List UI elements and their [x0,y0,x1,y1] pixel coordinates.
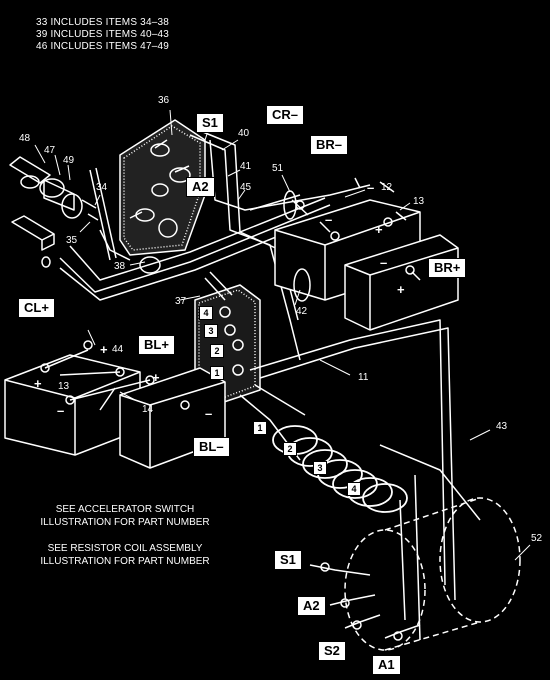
switch-contact-4: 4 [199,306,213,320]
label-br-plus: BR+ [428,258,467,278]
resistor-coil [272,425,408,513]
leader-lines [34,109,531,561]
item-13-right: 13 [413,196,425,207]
item-47: 47 [44,145,56,156]
accelerator-footnote: SEE ACCELERATOR SWITCH ILLUSTRATION FOR … [20,503,230,529]
item-35: 35 [66,235,78,246]
note-39: 39 INCLUDES ITEMS 40–43 [36,29,169,40]
item-52: 52 [531,533,543,544]
coil-footnote-line2: ILLUSTRATION FOR PART NUMBER [40,556,210,567]
charger-receptacle [9,156,99,268]
polarity-plus: + [34,376,42,391]
label-a2-motor: A2 [297,596,326,616]
coil-tap-2: 2 [283,442,297,456]
accelerator-footnote-line2: ILLUSTRATION FOR PART NUMBER [40,517,210,528]
coil-tap-1: 1 [253,421,267,435]
item-43: 43 [496,421,508,432]
note-46: 46 INCLUDES ITEMS 47–49 [36,41,169,52]
label-s2-motor: S2 [318,641,346,661]
coil-tap-3: 3 [313,461,327,475]
coil-footnote: SEE RESISTOR COIL ASSEMBLY ILLUSTRATION … [20,542,230,568]
switch-contact-3: 3 [204,324,218,338]
item-51: 51 [272,163,284,174]
switch-contact-1: 1 [210,366,224,380]
loop-42 [293,268,311,302]
item-49: 49 [63,155,75,166]
polarity-minus: – [367,180,375,195]
item-11: 11 [358,372,369,383]
label-s1-motor: S1 [274,550,302,570]
battery-left [4,340,226,469]
item-13-left: 13 [58,381,70,392]
motor-terminals [309,562,421,641]
polarity-minus: – [57,403,65,418]
coil-footnote-line1: SEE RESISTOR COIL ASSEMBLY [47,543,203,554]
accelerator-footnote-line1: SEE ACCELERATOR SWITCH [55,504,195,515]
item-44: 44 [112,344,124,355]
item-37: 37 [175,296,187,307]
polarity-minus: – [380,255,388,270]
polarity-minus: – [325,212,333,227]
item-42: 42 [296,306,308,317]
battery-right [274,177,459,331]
polarity-plus: + [100,342,108,357]
item-48: 48 [19,133,31,144]
polarity-plus: + [375,222,383,237]
label-a2-top: A2 [186,177,215,197]
motor-leads [239,319,481,641]
note-33: 33 INCLUDES ITEMS 34–38 [36,17,169,28]
item-45: 45 [240,182,252,193]
label-cl-plus: CL+ [18,298,55,318]
item-38: 38 [114,261,126,272]
item-12: 12 [381,182,393,193]
polarity-plus: + [152,370,160,385]
item-41: 41 [240,161,252,172]
label-bl-minus: BL– [193,437,230,457]
polarity-minus: – [205,406,213,421]
item-40: 40 [238,128,250,139]
item-14: 14 [142,404,154,415]
motor [344,497,521,651]
item-34: 34 [96,182,108,193]
control-plate [119,119,206,256]
label-br-minus: BR– [310,135,349,155]
label-s1-top: S1 [196,113,224,133]
label-a1-motor: A1 [372,655,401,675]
label-bl-plus: BL+ [138,335,175,355]
item-36: 36 [158,95,170,106]
polarity-plus: + [397,282,405,297]
label-cr-minus: CR– [266,105,305,125]
switch-contact-2: 2 [210,344,224,358]
coil-tap-4: 4 [347,482,361,496]
loop-51 [283,190,297,220]
